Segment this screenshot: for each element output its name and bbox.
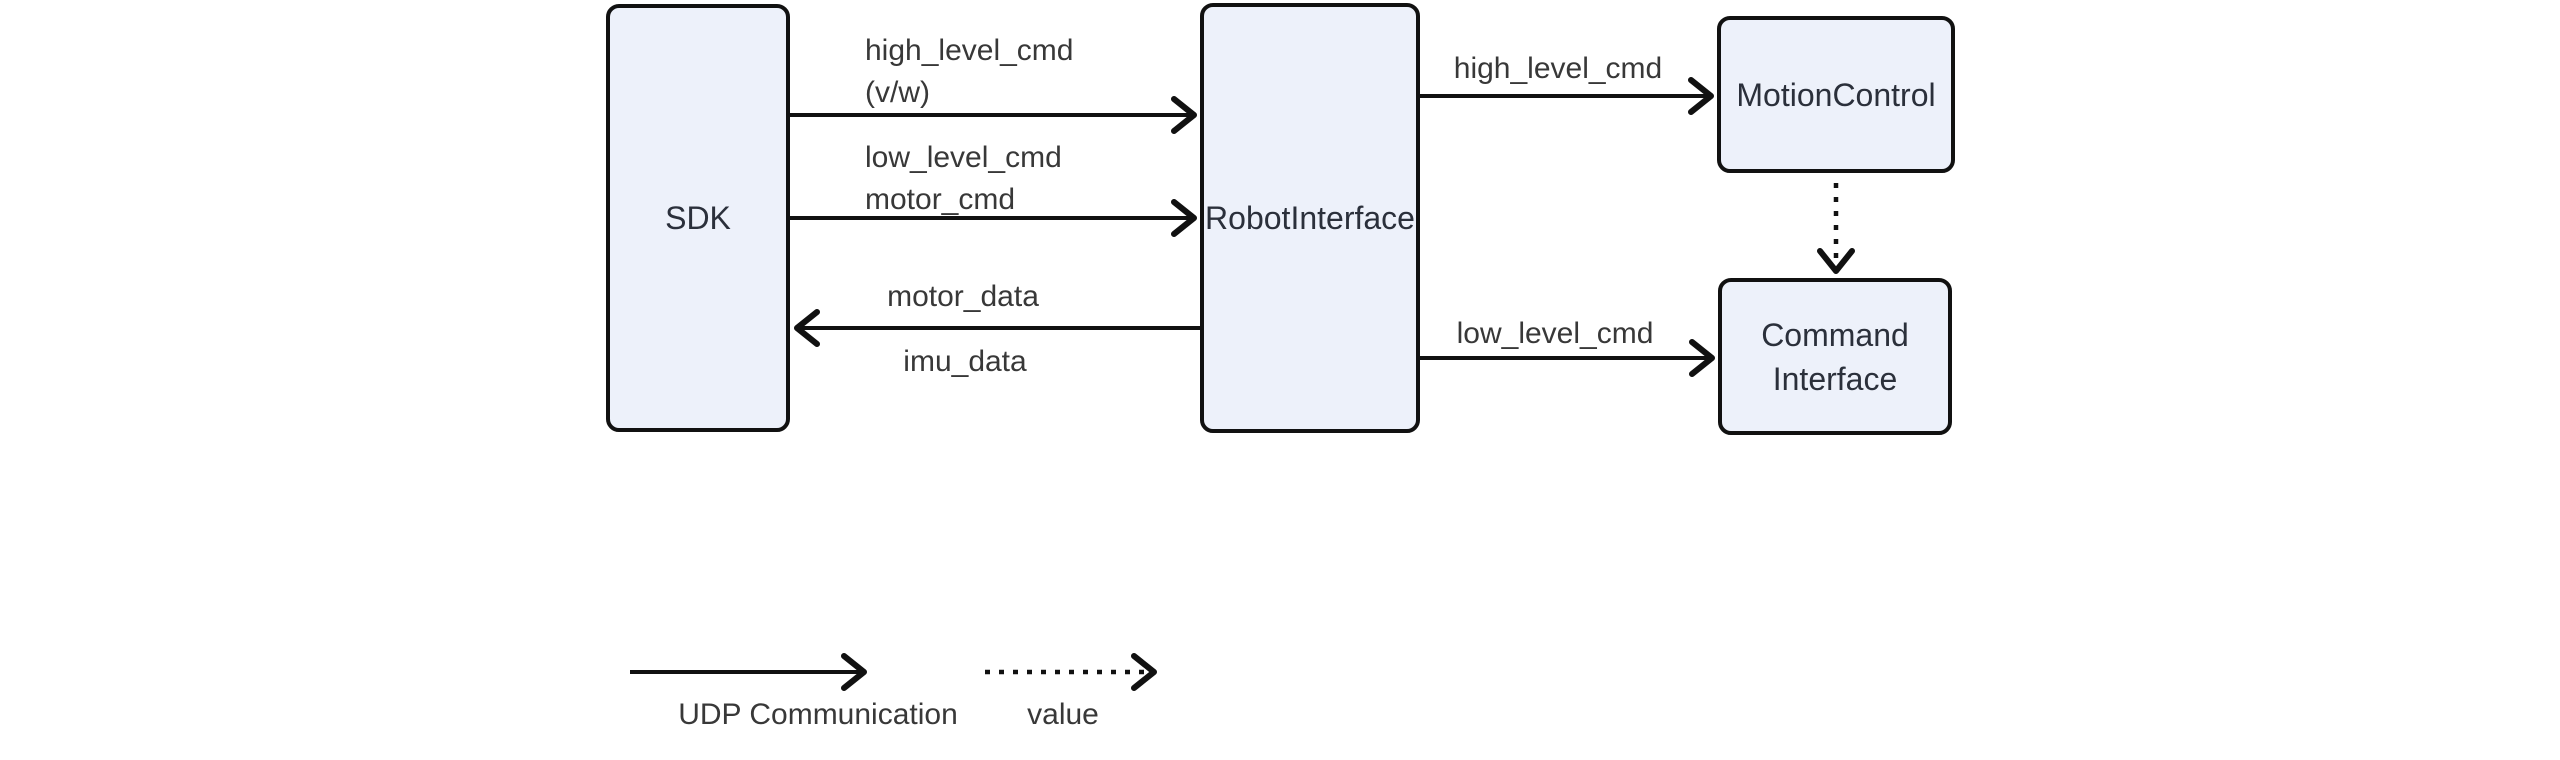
node-sdk: SDK [606,4,790,432]
node-robotinterface-label: RobotInterface [1205,200,1415,236]
node-commandinterface: Command Interface [1718,278,1952,435]
edge-label-low-level-cmd-right: low_level_cmd [1456,317,1654,350]
node-motioncontrol: MotionControl [1717,16,1955,173]
edge-label-line: high_level_cmd [865,34,1074,67]
node-commandinterface-label-line2: Interface [1772,360,1898,397]
edge-label-low-level-cmd-motor-cmd: low_level_cmd motor_cmd [865,137,1062,221]
edge-label-line: motor_cmd [865,183,1016,216]
edge-label-line: low_level_cmd [865,141,1062,174]
node-commandinterface-label-line1: Command [1761,316,1909,353]
edge-label-high-level-cmd-vw: high_level_cmd (v/w) [865,30,1073,114]
edge-label-high-level-cmd-right: high_level_cmd [1453,52,1663,85]
node-commandinterface-label: Command Interface [1761,313,1909,401]
edge-label-imu-data: imu_data [903,345,1027,378]
edge-label-line: (v/w) [865,76,930,109]
node-motioncontrol-label: MotionControl [1736,76,1936,113]
edge-label-motor-data: motor_data [887,280,1039,313]
legend-dotted-label: value [1027,698,1099,731]
node-sdk-label: SDK [665,200,731,236]
node-robotinterface: RobotInterface [1200,3,1420,433]
legend-solid-label: UDP Communication [678,698,958,731]
